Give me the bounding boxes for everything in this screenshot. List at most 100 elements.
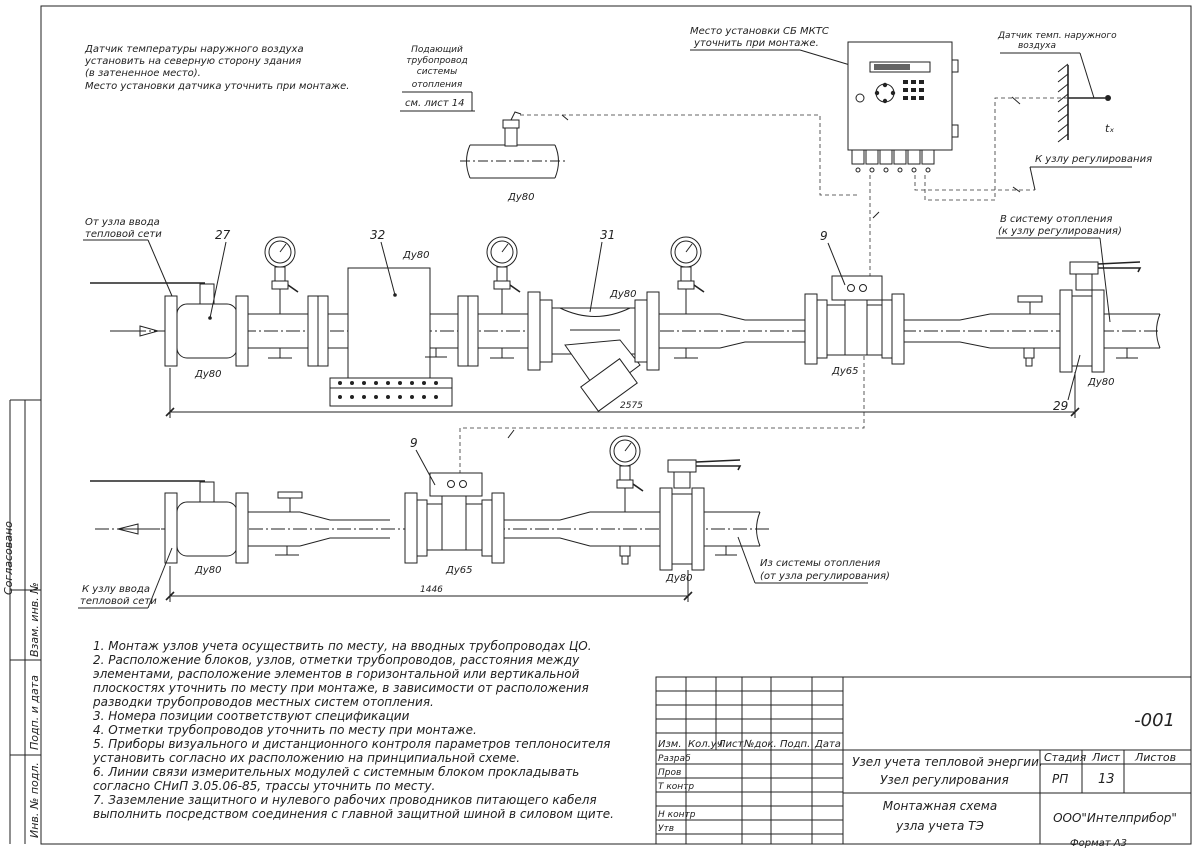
svg-text:Из системы отопления: Из системы отопления <box>760 558 880 569</box>
title-block: -001 Изм. Кол.уч Лист №док. Подп. Дата Р… <box>655 676 1192 845</box>
svg-text:Листов: Листов <box>1134 751 1176 764</box>
svg-text:6. Линии связи измерительных м: 6. Линии связи измерительных модулей с с… <box>93 765 579 779</box>
svg-text:см. лист 14: см. лист 14 <box>405 98 465 109</box>
position-9-bottom: 9 <box>410 436 418 450</box>
svg-text:трубопровод: трубопровод <box>406 56 467 66</box>
svg-text:Датчик темп. наружного: Датчик темп. наружного <box>997 31 1117 41</box>
svg-text:2. Расположение блоков, узлов,: 2. Расположение блоков, узлов, отметки т… <box>93 653 580 667</box>
doc-code: -001 <box>1134 710 1175 731</box>
svg-text:Ду80: Ду80 <box>507 192 534 203</box>
svg-text:воздуха: воздуха <box>1018 41 1056 51</box>
svg-text:В систему отопления: В систему отопления <box>1000 214 1112 225</box>
stage-value: РП <box>1052 772 1068 786</box>
pressure-gauge-icon <box>670 236 705 314</box>
regulation-label: К узлу регулирования <box>1035 154 1152 165</box>
sheet-value: 13 <box>1098 772 1115 787</box>
format-label: Формат А3 <box>1070 838 1127 849</box>
general-notes: 1. Монтаж узлов учета осуществить по мес… <box>92 639 614 821</box>
supply-pipe-detail: Подающий трубопровод системы отопления с… <box>400 45 565 203</box>
svg-text:7. Заземление защитного и нуле: 7. Заземление защитного и нулевого рабоч… <box>93 793 597 807</box>
svg-text:уточнить при монтаже.: уточнить при монтаже. <box>693 38 819 49</box>
svg-text:Ду80: Ду80 <box>194 565 221 576</box>
side-agreed: Согласовано <box>2 521 15 595</box>
bottom-pipeline <box>90 435 770 571</box>
svg-text:Пров: Пров <box>658 768 681 778</box>
svg-text:Лист: Лист <box>717 739 745 750</box>
svg-text:Датчик температуры наружного в: Датчик температуры наружного воздуха <box>84 44 304 55</box>
project-title: Узел учета тепловой энергии. <box>852 755 1043 769</box>
top-pipeline <box>90 236 1161 412</box>
svg-text:Н контр: Н контр <box>658 810 696 820</box>
svg-text:Место установки датчика уточни: Место установки датчика уточнить при мон… <box>85 81 349 92</box>
svg-text:К узлу ввода: К узлу ввода <box>82 584 150 595</box>
svg-text:согласно СНиП 3.05.06-85, трас: согласно СНиП 3.05.06-85, трассы уточнит… <box>93 779 435 793</box>
outdoor-sensor-note: Датчик температуры наружного воздуха уст… <box>84 44 349 92</box>
svg-text:1. Монтаж узлов учета осуществ: 1. Монтаж узлов учета осуществить по мес… <box>93 639 592 653</box>
svg-text:Ду80: Ду80 <box>194 369 221 380</box>
side-stamp: Согласовано Взам. инв. № Подп. и дата Ин… <box>2 399 41 844</box>
temperature-symbol: tₓ <box>1105 122 1114 135</box>
svg-text:Ду80: Ду80 <box>609 289 636 300</box>
controller-unit <box>847 41 959 173</box>
company-name: ООО"Интелприбор" <box>1053 811 1177 825</box>
drawing-title: Монтажная схема <box>883 799 997 813</box>
pressure-gauge-icon <box>264 236 299 314</box>
signal-lines <box>459 96 1068 480</box>
pressure-gauge-icon <box>609 435 644 512</box>
side-inv-podl: Инв. № подл. <box>28 762 41 838</box>
svg-text:выполнить посредством соединен: выполнить посредством соединения с главн… <box>93 807 614 821</box>
svg-text:(от узла регулирования): (от узла регулирования) <box>760 571 890 582</box>
position-27: 27 <box>215 228 231 242</box>
svg-text:2575: 2575 <box>620 401 643 411</box>
controller-keypad-icon <box>874 80 924 104</box>
svg-text:установить согласно их располо: установить согласно их расположению на п… <box>92 751 520 765</box>
outdoor-sensor: Датчик темп. наружного воздуха tₓ <box>997 31 1117 143</box>
svg-text:От узла ввода: От узла ввода <box>85 217 160 228</box>
svg-text:системы: системы <box>417 67 457 77</box>
svg-text:отопления: отопления <box>412 80 463 90</box>
controller-terminals <box>851 149 935 173</box>
svg-text:Т контр: Т контр <box>658 782 694 792</box>
svg-text:Лист: Лист <box>1091 751 1120 764</box>
svg-text:Ду80: Ду80 <box>402 250 429 261</box>
svg-text:тепловой сети: тепловой сети <box>80 596 157 607</box>
side-inv-zam: Взам. инв. № <box>28 582 41 657</box>
position-31: 31 <box>600 228 615 242</box>
svg-text:Ду80: Ду80 <box>665 573 692 584</box>
svg-text:Изм.: Изм. <box>658 739 682 750</box>
svg-text:Кол.уч: Кол.уч <box>688 739 723 750</box>
svg-text:разводки трубопроводов местных: разводки трубопроводов местных систем от… <box>92 695 434 709</box>
svg-text:тепловой сети: тепловой сети <box>85 229 162 240</box>
svg-text:(в затененное место).: (в затененное место). <box>85 68 201 79</box>
svg-text:узла учета ТЭ: узла учета ТЭ <box>895 819 984 833</box>
svg-text:Место установки СБ МКТС: Место установки СБ МКТС <box>690 26 829 37</box>
svg-text:Дата: Дата <box>814 739 841 750</box>
side-sign-date: Подп. и дата <box>28 675 41 750</box>
top-dimension: 2575 <box>165 368 1080 418</box>
svg-text:№док.: №док. <box>743 739 777 750</box>
svg-text:Разраб: Разраб <box>658 754 691 764</box>
svg-text:(к узлу регулирования): (к узлу регулирования) <box>998 226 1122 237</box>
position-9-top: 9 <box>820 229 828 243</box>
position-29: 29 <box>1053 399 1068 413</box>
pressure-gauge-icon <box>486 236 521 314</box>
svg-text:5. Приборы визуального и дис: 5. Приборы визуального и дистанционного … <box>93 737 610 751</box>
svg-text:элементами, расположение элеме: элементами, расположение элементов в гор… <box>93 667 580 681</box>
svg-text:плоскостях уточнить по месту п: плоскостях уточнить по месту при монтаже… <box>93 681 589 695</box>
position-32: 32 <box>370 228 385 242</box>
controller-note: Место установки СБ МКТС уточнить при мон… <box>690 26 861 69</box>
bottom-dimension: 1446 <box>165 566 693 602</box>
svg-text:установить на северную сторону: установить на северную сторону здания <box>84 56 301 67</box>
svg-text:Ду80: Ду80 <box>1087 377 1114 388</box>
svg-text:3. Номера позиции соответствую: 3. Номера позиции соответствуют специфик… <box>93 709 410 723</box>
svg-text:Ду65: Ду65 <box>831 366 858 377</box>
drawing-frame <box>40 5 1192 845</box>
svg-text:Утв: Утв <box>658 824 674 834</box>
svg-text:Ду65: Ду65 <box>445 565 472 576</box>
svg-text:1446: 1446 <box>420 585 443 595</box>
svg-text:Подающий: Подающий <box>411 45 463 55</box>
svg-text:Стадия: Стадия <box>1044 751 1087 764</box>
svg-text:Подп.: Подп. <box>780 739 810 750</box>
svg-text:4. Отметки трубопроводов уточн: 4. Отметки трубопроводов уточнить по мес… <box>93 723 477 737</box>
